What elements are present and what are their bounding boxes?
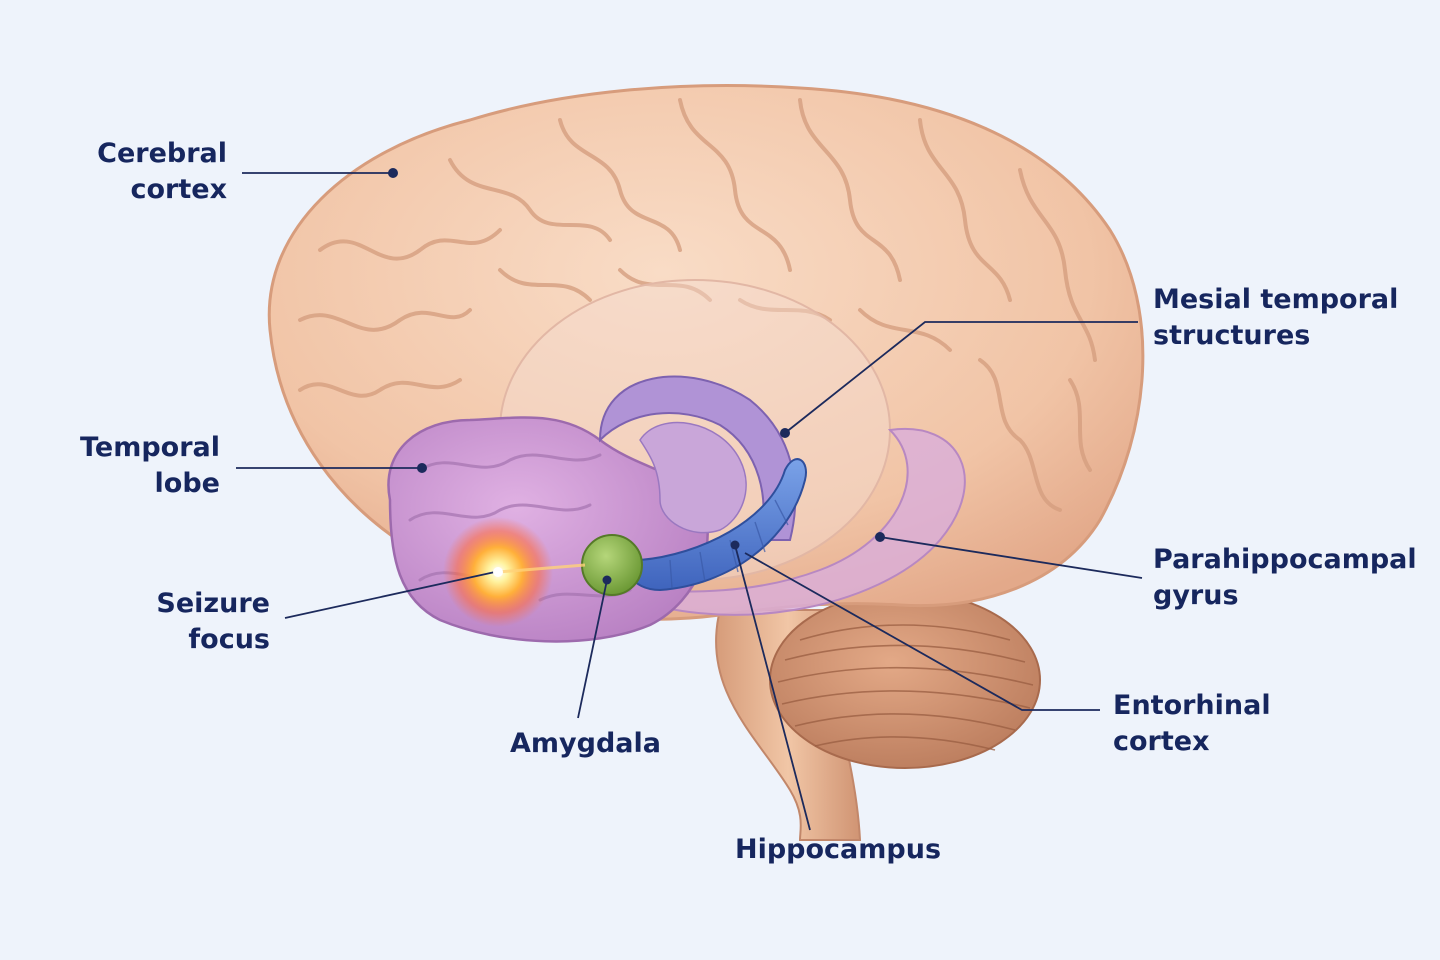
label-line: Amygdala xyxy=(510,728,661,759)
label-line: Mesial temporal xyxy=(1153,284,1399,315)
leader-entorhinal-cortex xyxy=(744,552,1100,711)
cerebellum xyxy=(769,591,1041,769)
label-line: Hippocampus xyxy=(735,834,942,865)
leader-hippocampus xyxy=(734,544,811,831)
seizure-spread-line xyxy=(497,563,586,574)
label-parahippocampal-gyrus: Parahippocampal gyrus xyxy=(1153,542,1417,614)
label-line: Cerebral xyxy=(97,138,227,169)
parahippocampal-gyrus xyxy=(609,427,966,616)
dot-amygdala xyxy=(602,575,612,585)
label-line: Seizure xyxy=(156,588,270,619)
mesial-temporal-structures xyxy=(598,375,797,541)
leader-mesial-temporal xyxy=(784,321,1138,434)
leader-lines xyxy=(236,172,1143,831)
label-line: gyrus xyxy=(1153,580,1239,611)
dot-temporal-lobe xyxy=(417,463,427,473)
label-line: focus xyxy=(188,624,270,655)
marker-dots xyxy=(388,168,885,585)
label-line: Temporal xyxy=(80,432,220,463)
dot-parahippocampal-gyrus xyxy=(875,532,885,542)
label-line: cortex xyxy=(130,174,227,205)
leader-parahippocampal-gyrus xyxy=(879,536,1143,579)
mesial-inner-fold xyxy=(639,421,747,534)
dot-seizure-focus xyxy=(493,567,503,577)
dot-hippocampus xyxy=(730,540,740,550)
label-line: lobe xyxy=(154,468,220,499)
label-line: structures xyxy=(1153,320,1311,351)
label-seizure-focus: Seizure focus xyxy=(100,586,270,658)
leader-seizure-focus xyxy=(284,571,496,619)
dot-cerebral-cortex xyxy=(388,168,398,178)
gyri-pattern xyxy=(298,98,1097,512)
label-cerebral-cortex: Cerebral cortex xyxy=(60,136,227,208)
label-mesial-temporal-structures: Mesial temporal structures xyxy=(1153,282,1398,354)
label-temporal-lobe: Temporal lobe xyxy=(40,430,220,502)
amygdala xyxy=(581,534,643,596)
label-line: Parahippocampal xyxy=(1153,544,1417,575)
label-hippocampus: Hippocampus xyxy=(735,832,941,868)
dot-mesial-temporal xyxy=(780,428,790,438)
label-entorhinal-cortex: Entorhinal cortex xyxy=(1113,688,1271,760)
label-line: Entorhinal xyxy=(1113,690,1271,721)
label-amygdala: Amygdala xyxy=(510,726,661,762)
hippocampus xyxy=(628,458,807,592)
leader-amygdala xyxy=(577,579,608,719)
label-line: cortex xyxy=(1113,726,1210,757)
